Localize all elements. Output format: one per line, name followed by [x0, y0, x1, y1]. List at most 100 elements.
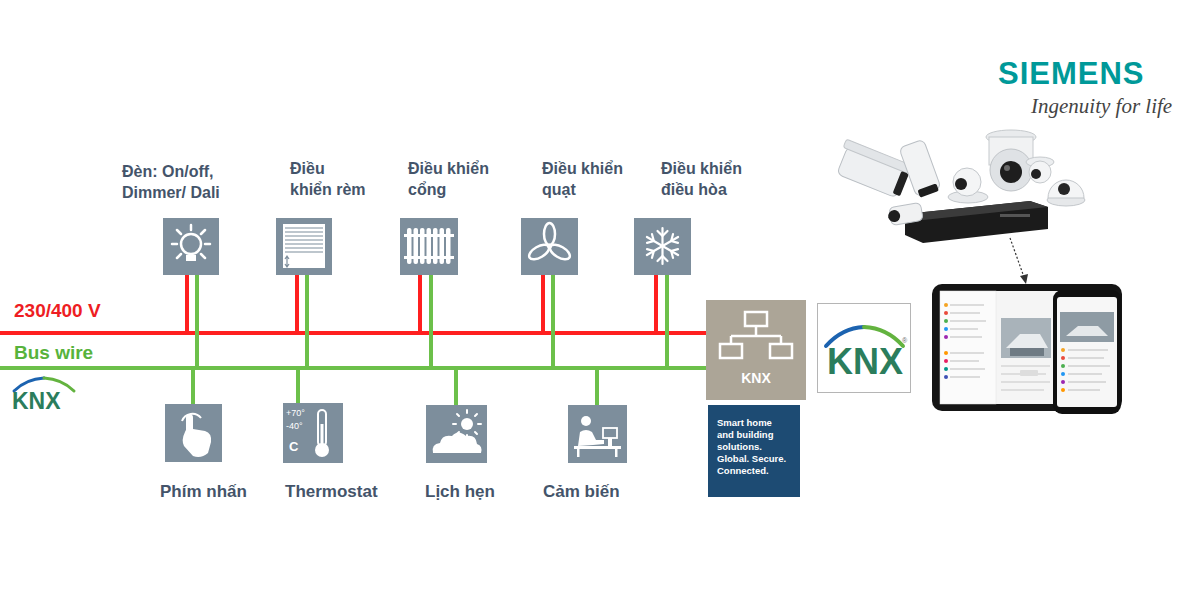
bus-line — [0, 366, 706, 370]
dome-camera — [990, 149, 1032, 191]
tablet-app-screenshot — [944, 375, 948, 379]
push-button-icon — [182, 414, 211, 457]
sensor-person-icon — [615, 449, 618, 457]
fan-icon — [548, 242, 573, 263]
turret-camera — [953, 168, 981, 196]
device-icon-box: Điều khiển rèm — [276, 218, 332, 275]
blind-icon — [285, 228, 323, 252]
push-button-icon — [182, 414, 201, 421]
snowflake-icon — [647, 246, 663, 255]
tablet-app-screenshot — [940, 291, 996, 404]
power-wire — [420, 275, 706, 333]
snowflake-icon — [661, 228, 663, 246]
node-label: Điều khiển điều hòa — [661, 158, 756, 200]
bullet-camera — [917, 183, 939, 197]
network-icon — [731, 326, 781, 344]
video-recorder — [905, 201, 1048, 243]
dome-camera — [1026, 157, 1054, 183]
snowflake-icon — [647, 237, 663, 246]
tablet-app-screenshot — [1061, 388, 1065, 392]
blind-icon — [285, 256, 289, 267]
video-recorder — [1000, 214, 1030, 217]
knx-logo-arc — [14, 378, 44, 391]
bullet-camera — [887, 202, 924, 226]
tablet-app-screenshot — [944, 327, 948, 331]
snowflake-icon — [644, 228, 680, 264]
fan-icon — [547, 244, 552, 249]
tablet-app-screenshot — [932, 284, 1122, 411]
bullet-camera — [887, 209, 901, 223]
bullet-camera — [893, 171, 909, 196]
radiator-icon — [440, 228, 445, 264]
power-line — [0, 331, 706, 335]
tablet-app-screenshot — [950, 305, 986, 377]
knx-gateway-box: KNX — [706, 300, 806, 400]
tablet-app-screenshot — [944, 351, 948, 355]
turret-camera — [948, 168, 988, 203]
node-label: Thermostat — [285, 482, 378, 502]
node-label: Điều khiển cổng — [408, 158, 503, 200]
node-label: +70° — [286, 408, 305, 419]
power-wire — [187, 275, 706, 333]
tablet-app-screenshot — [1010, 348, 1044, 356]
device-icon-box: Điều khiển cổng — [400, 218, 458, 275]
dashed-pointer — [1010, 238, 1024, 277]
schedule-icon — [433, 433, 482, 454]
blind-icon — [283, 224, 325, 268]
video-recorder — [905, 201, 1048, 243]
radiator-icon — [420, 228, 425, 264]
bus-wire — [307, 275, 706, 368]
info-box: Smart home and building solutions. Globa… — [708, 405, 800, 497]
tablet-app-screenshot — [944, 303, 948, 307]
knx-logo-text: KNX — [12, 388, 61, 414]
sensor-person-icon — [608, 438, 612, 446]
lamp-icon — [186, 255, 196, 261]
power-line-label: 230/400 V — [14, 300, 101, 322]
device-icon-box: Điều khiển điều hòa — [634, 218, 691, 275]
turret-camera — [955, 178, 967, 190]
node-label: Điều khiển quạt — [542, 158, 637, 200]
tablet-app-screenshot — [944, 359, 948, 363]
sensor-person-icon — [574, 416, 621, 457]
sensor-person-icon — [577, 449, 580, 457]
bus-line-label: Bus wire — [14, 342, 93, 364]
brand-slogan: Ingenuity for life — [1031, 94, 1172, 118]
thermometer-icon — [315, 410, 329, 457]
snowflake-icon — [647, 247, 656, 258]
snowflake-icon — [663, 237, 679, 246]
tablet-app-screenshot — [1057, 297, 1117, 407]
radiator-icon — [404, 228, 454, 264]
network-icon — [770, 344, 792, 358]
snowflake-icon — [658, 231, 668, 236]
input-icon-box: +70°-40°CThermostat — [283, 403, 343, 463]
dashed-pointer — [1010, 238, 1028, 284]
lamp-icon — [172, 225, 210, 258]
tablet-app-screenshot — [1053, 290, 1121, 414]
radiator-icon — [446, 228, 451, 264]
node-label: C — [289, 439, 298, 454]
bus-wire — [553, 275, 706, 368]
node-label: Smart home and building solutions. Globa… — [717, 417, 789, 477]
tablet-app-screenshot — [944, 335, 948, 339]
camera-illustration — [833, 130, 1085, 243]
blind-icon — [283, 224, 325, 268]
dome-camera — [1029, 161, 1051, 183]
node-label: Đèn: On/off, Dimmer/ Dali — [122, 161, 247, 203]
fan-icon — [527, 223, 572, 262]
bus-wire — [597, 368, 706, 405]
snowflake-icon — [647, 234, 656, 245]
bullet-camera — [843, 139, 911, 174]
bullet-camera — [899, 139, 941, 197]
tablet-app-screenshot — [1061, 372, 1065, 376]
tablet-app-screenshot — [1066, 326, 1108, 336]
bus-wire — [298, 368, 706, 403]
tablet-app-screenshot — [1006, 334, 1048, 348]
power-line — [0, 333, 706, 334]
tablet-app-screenshot — [1061, 356, 1065, 360]
thermometer-icon — [318, 410, 326, 446]
schedule-icon — [461, 418, 473, 430]
sensor-person-icon — [581, 416, 591, 426]
dashed-pointer — [1020, 274, 1028, 284]
